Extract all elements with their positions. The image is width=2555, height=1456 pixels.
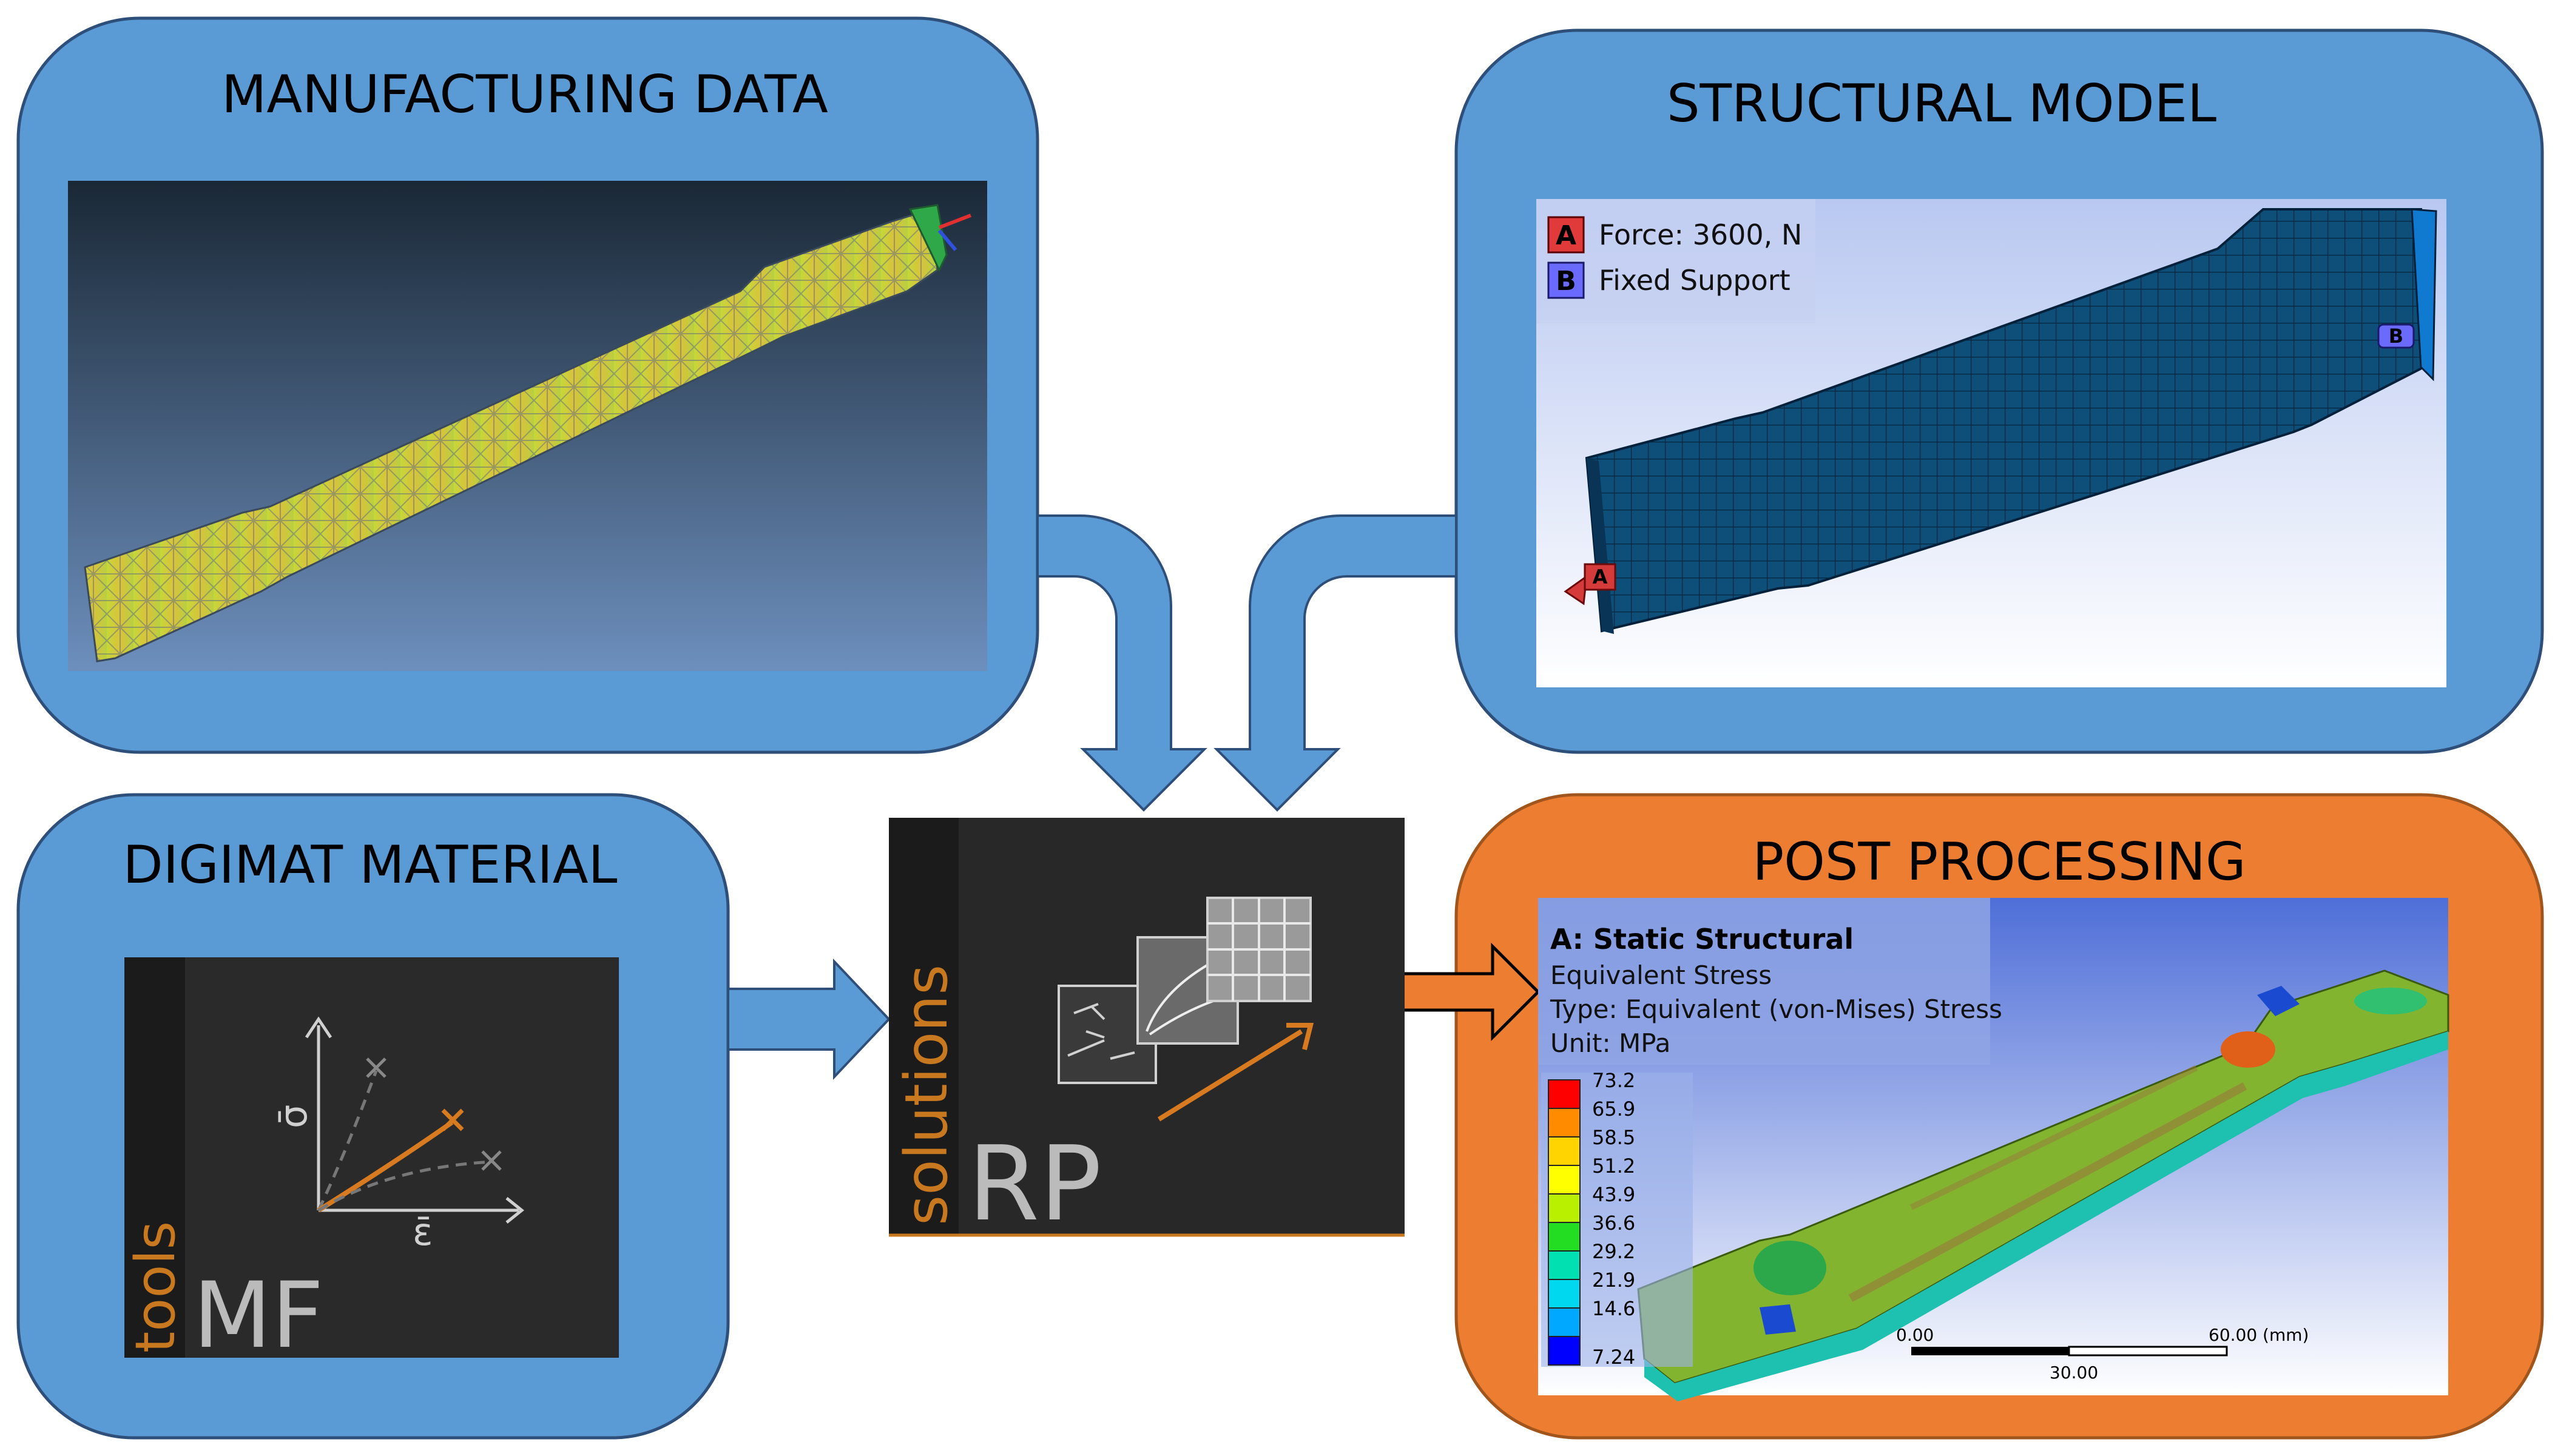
- post-info-type: Type: Equivalent (von-Mises) Stress: [1550, 994, 2002, 1024]
- force-legend-text: Force: 3600, N: [1599, 218, 1802, 251]
- legend-color-band: [1548, 1079, 1581, 1109]
- y-axis-label: σ̄: [271, 1105, 316, 1128]
- legend-color-band: [1548, 1108, 1581, 1138]
- connector-arrows: [727, 514, 1541, 1080]
- legend-value-label: 7.24: [1592, 1346, 1635, 1369]
- manufacturing-image: [68, 181, 987, 671]
- legend-color-band: [1548, 1193, 1581, 1223]
- stress-legend: 73.2 65.9 58.5 51.2 43.9 36.6 29.2 21.9 14.6 7.24: [1548, 1069, 1635, 1369]
- legend-value-label: 29.2: [1592, 1240, 1635, 1263]
- post-info-unit: Unit: MPa: [1550, 1028, 1670, 1058]
- force-legend-letter: A: [1556, 220, 1576, 251]
- scale-bar: 0.00 30.00 60.00 (mm): [1896, 1325, 2309, 1383]
- rp-stack-icon: [1058, 897, 1314, 1122]
- legend-value-label: 51.2: [1592, 1154, 1635, 1178]
- scale-mid-label: 30.00: [2050, 1363, 2098, 1383]
- legend-value-label: 21.9: [1592, 1269, 1635, 1292]
- arrow-digimat-to-rp: [727, 958, 891, 1080]
- post-info-result: Equivalent Stress: [1550, 960, 1772, 990]
- structural-title: STRUCTURAL MODEL: [1667, 73, 2216, 134]
- legend-color-band: [1548, 1336, 1581, 1366]
- mf-big-label: MF: [193, 1263, 324, 1369]
- scale-left-label: 0.00: [1896, 1325, 1934, 1345]
- legend-value-label: 14.6: [1592, 1297, 1635, 1320]
- legend-value-label: 36.6: [1592, 1212, 1635, 1235]
- legend-color-band: [1548, 1250, 1581, 1280]
- structural-image: B A A Force: 3600, N B Fixed Support: [1536, 199, 2446, 687]
- x-axis-label: ε̄: [413, 1210, 433, 1254]
- post-info-title: A: Static Structural: [1550, 923, 1854, 956]
- rp-side-label: solutions: [893, 965, 960, 1225]
- legend-color-band: [1548, 1222, 1581, 1252]
- force-legend-swatch: [1547, 216, 1585, 254]
- digimat-title: DIGIMAT MATERIAL: [123, 835, 618, 895]
- legend-color-band: [1548, 1136, 1581, 1166]
- stress-strain-icon: σ̄ ε̄: [271, 1016, 525, 1254]
- mf-side-label: tools: [124, 1221, 187, 1353]
- arrow-manufacturing-to-rp: [1036, 514, 1207, 812]
- legend-color-band: [1548, 1307, 1581, 1337]
- legend-color-band: [1548, 1165, 1581, 1195]
- force-marker: A: [1564, 563, 1616, 605]
- rp-tile: solutions RP: [889, 818, 1405, 1244]
- scale-right-label: 60.00 (mm): [2209, 1325, 2309, 1345]
- fixed-support-marker: B: [2377, 323, 2415, 349]
- legend-value-label: 73.2: [1592, 1069, 1635, 1092]
- stress-specimen-shape: [1637, 969, 2449, 1401]
- svg-text:A: A: [1593, 565, 1608, 588]
- legend-value-label: 65.9: [1592, 1097, 1635, 1121]
- support-legend-text: Fixed Support: [1599, 264, 1791, 297]
- legend-value-label: 58.5: [1592, 1126, 1635, 1149]
- legend-color-band: [1548, 1279, 1581, 1309]
- rp-big-label: RP: [968, 1124, 1102, 1244]
- manufacturing-title: MANUFACTURING DATA: [221, 64, 828, 125]
- svg-text:B: B: [2389, 325, 2403, 348]
- mesh-specimen-shape: [84, 204, 972, 662]
- post-image: A: Static Structural Equivalent Stress T…: [1538, 898, 2449, 1401]
- mf-tile: tools MF σ̄ ε̄: [124, 957, 619, 1369]
- post-title: POST PROCESSING: [1752, 832, 2246, 892]
- support-legend-swatch: [1547, 261, 1585, 299]
- arrow-structural-to-rp: [1213, 514, 1457, 812]
- legend-value-label: 43.9: [1592, 1183, 1635, 1206]
- support-legend-letter: B: [1556, 266, 1576, 297]
